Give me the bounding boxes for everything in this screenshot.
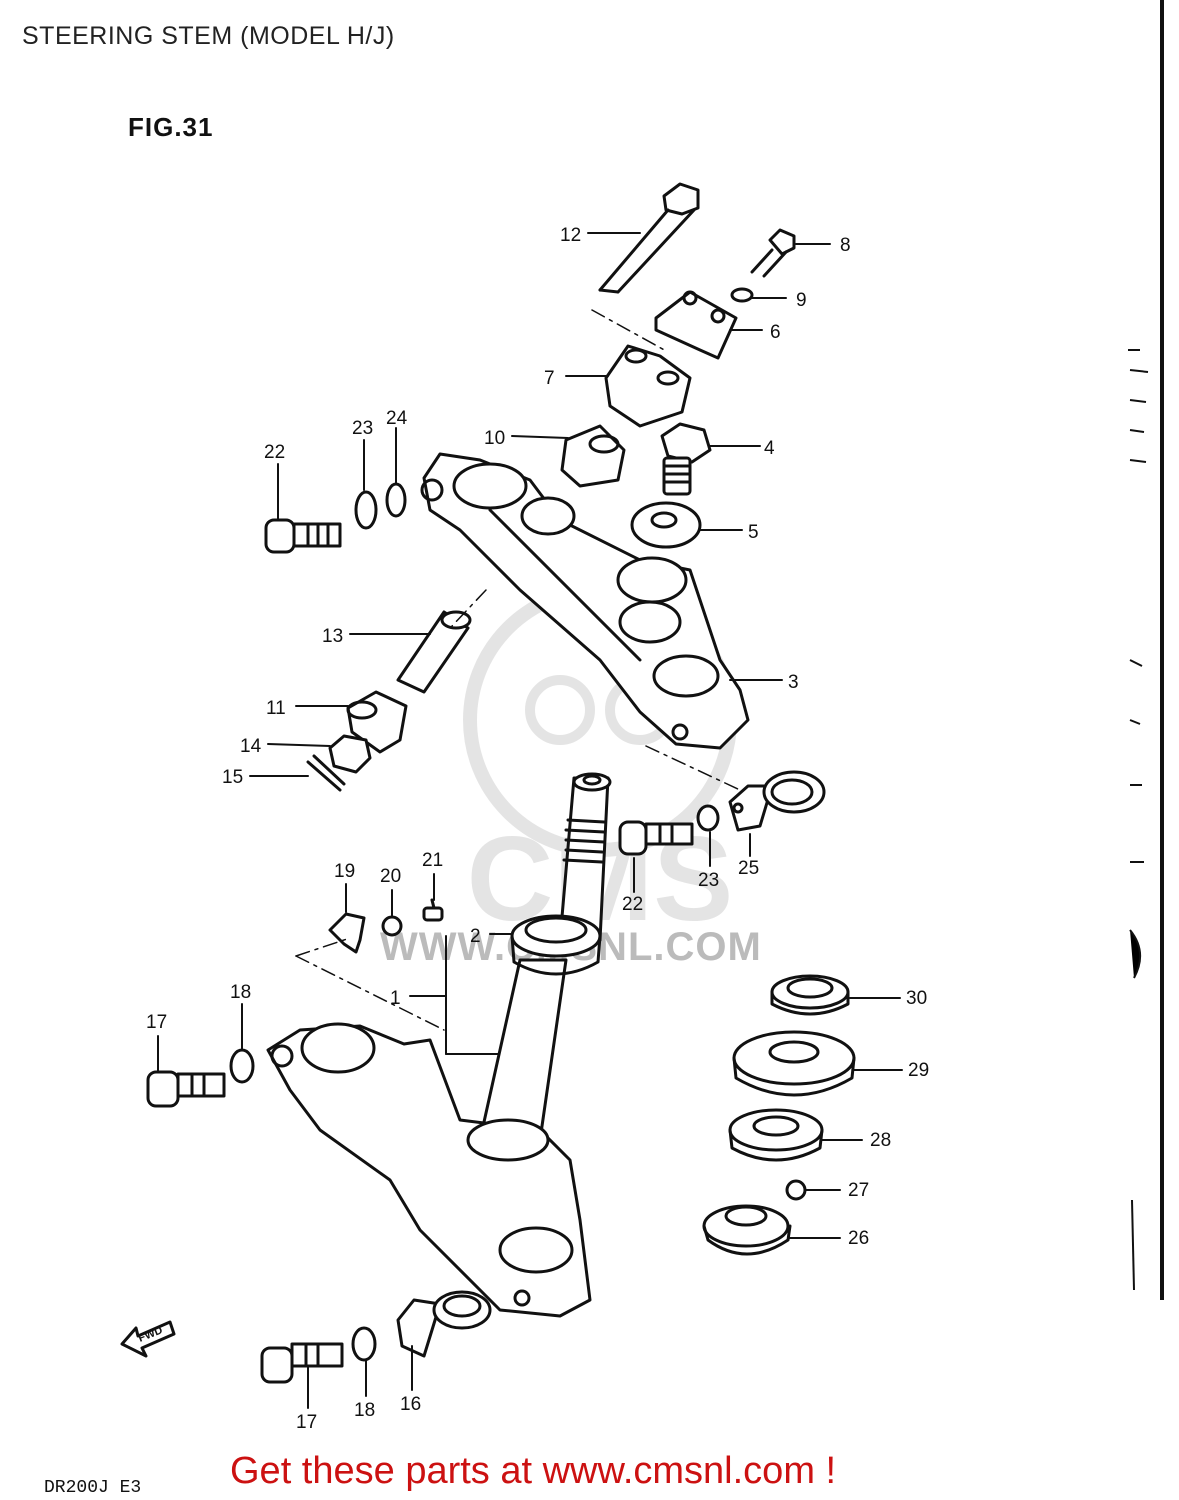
callout-21: 21 — [422, 850, 443, 871]
callout-29: 29 — [908, 1060, 929, 1081]
part-2-bearing — [510, 914, 602, 976]
callout-23-middle: 23 — [698, 870, 719, 891]
part-13-collar — [396, 610, 472, 694]
callout-6: 6 — [770, 322, 781, 343]
part-8-bolt — [750, 228, 796, 278]
page-title: STEERING STEM (MODEL H/J) — [22, 22, 395, 50]
callout-4: 4 — [764, 438, 775, 459]
part-19-clamp — [328, 912, 366, 954]
part-23-washer-upper — [354, 490, 378, 530]
callout-18-bottom: 18 — [354, 1400, 375, 1421]
callout-7: 7 — [544, 368, 555, 389]
part-20-washer — [381, 915, 403, 937]
part-4-stem-bolt — [660, 422, 712, 496]
callout-25: 25 — [738, 858, 759, 879]
assembly-dash-lines — [295, 309, 741, 1031]
frame-border — [1160, 0, 1164, 1300]
part-3-upper-bracket — [420, 452, 750, 750]
part-21-screw — [422, 898, 444, 922]
part-14-nut — [328, 734, 372, 774]
callout-5: 5 — [748, 522, 759, 543]
callout-30: 30 — [906, 988, 927, 1009]
part-7-lower-holder — [604, 344, 692, 428]
callout-12: 12 — [560, 225, 581, 246]
part-22-bolt-upper — [264, 518, 342, 554]
part-29-dust-seal — [732, 1030, 856, 1097]
part-11-lower-cushion — [346, 690, 408, 754]
figure-label: FIG.31 — [128, 112, 214, 142]
callout-10: 10 — [484, 428, 505, 449]
callout-16: 16 — [400, 1394, 421, 1415]
callout-15: 15 — [222, 767, 243, 788]
part-27-ball — [785, 1179, 807, 1201]
callout-17-bottom: 17 — [296, 1412, 317, 1433]
cta-site-link[interactable]: www.cmsnl.com — [542, 1450, 815, 1492]
callout-26: 26 — [848, 1228, 869, 1249]
callout-22-upper: 22 — [264, 442, 285, 463]
cta-prefix: Get these parts at — [230, 1450, 543, 1492]
part-23-washer-middle — [696, 804, 720, 832]
part-17-bolt-left — [146, 1070, 226, 1108]
part-9-washer — [730, 287, 754, 303]
part-1-steering-stem — [266, 772, 612, 1318]
callout-20: 20 — [380, 866, 401, 887]
callout-27: 27 — [848, 1180, 869, 1201]
callout-28: 28 — [870, 1130, 891, 1151]
callout-numbers: 12 8 9 6 7 10 4 5 3 22 23 24 13 11 14 15… — [137, 225, 930, 1433]
part-26-lower-race — [702, 1204, 792, 1256]
fwd-arrow-icon — [120, 1320, 176, 1358]
leader-lines — [157, 232, 903, 1409]
part-18-washer-bottom — [351, 1326, 377, 1362]
callout-3: 3 — [788, 672, 799, 693]
cta-banner[interactable]: Get these parts at www.cmsnl.com ! — [230, 1450, 836, 1493]
scan-edge-marks — [1128, 349, 1149, 1291]
part-17-bolt-bottom — [260, 1342, 344, 1384]
callout-17-left: 17 — [146, 1012, 167, 1033]
callout-14: 14 — [240, 736, 262, 757]
part-15-cotter-pin — [306, 754, 346, 792]
model-code: DR200J E3 — [44, 1478, 142, 1498]
callout-13: 13 — [322, 626, 343, 647]
part-5-washer — [630, 501, 702, 549]
part-28-bearing-race — [728, 1108, 824, 1162]
callout-18-left: 18 — [230, 982, 251, 1003]
callout-1: 1 — [390, 988, 401, 1009]
part-18-washer-left — [229, 1048, 255, 1084]
part-12-long-bolt — [598, 182, 700, 294]
callout-2: 2 — [470, 926, 481, 947]
part-30-lock-nut — [770, 974, 850, 1016]
callout-23-upper: 23 — [352, 418, 373, 439]
callout-19: 19 — [334, 861, 355, 882]
cta-suffix: ! — [814, 1450, 837, 1492]
callout-8: 8 — [840, 235, 851, 256]
callout-11: 11 — [266, 698, 286, 719]
part-24-washer — [385, 482, 407, 518]
part-10-cushion — [560, 424, 626, 488]
callout-9: 9 — [796, 290, 807, 311]
callout-22-middle: 22 — [622, 894, 643, 915]
part-25-clip — [728, 770, 826, 832]
callout-24: 24 — [386, 408, 408, 429]
part-6-upper-clamp — [654, 290, 738, 360]
part-22-bolt-middle — [618, 820, 694, 856]
part-16-clip — [396, 1290, 492, 1358]
